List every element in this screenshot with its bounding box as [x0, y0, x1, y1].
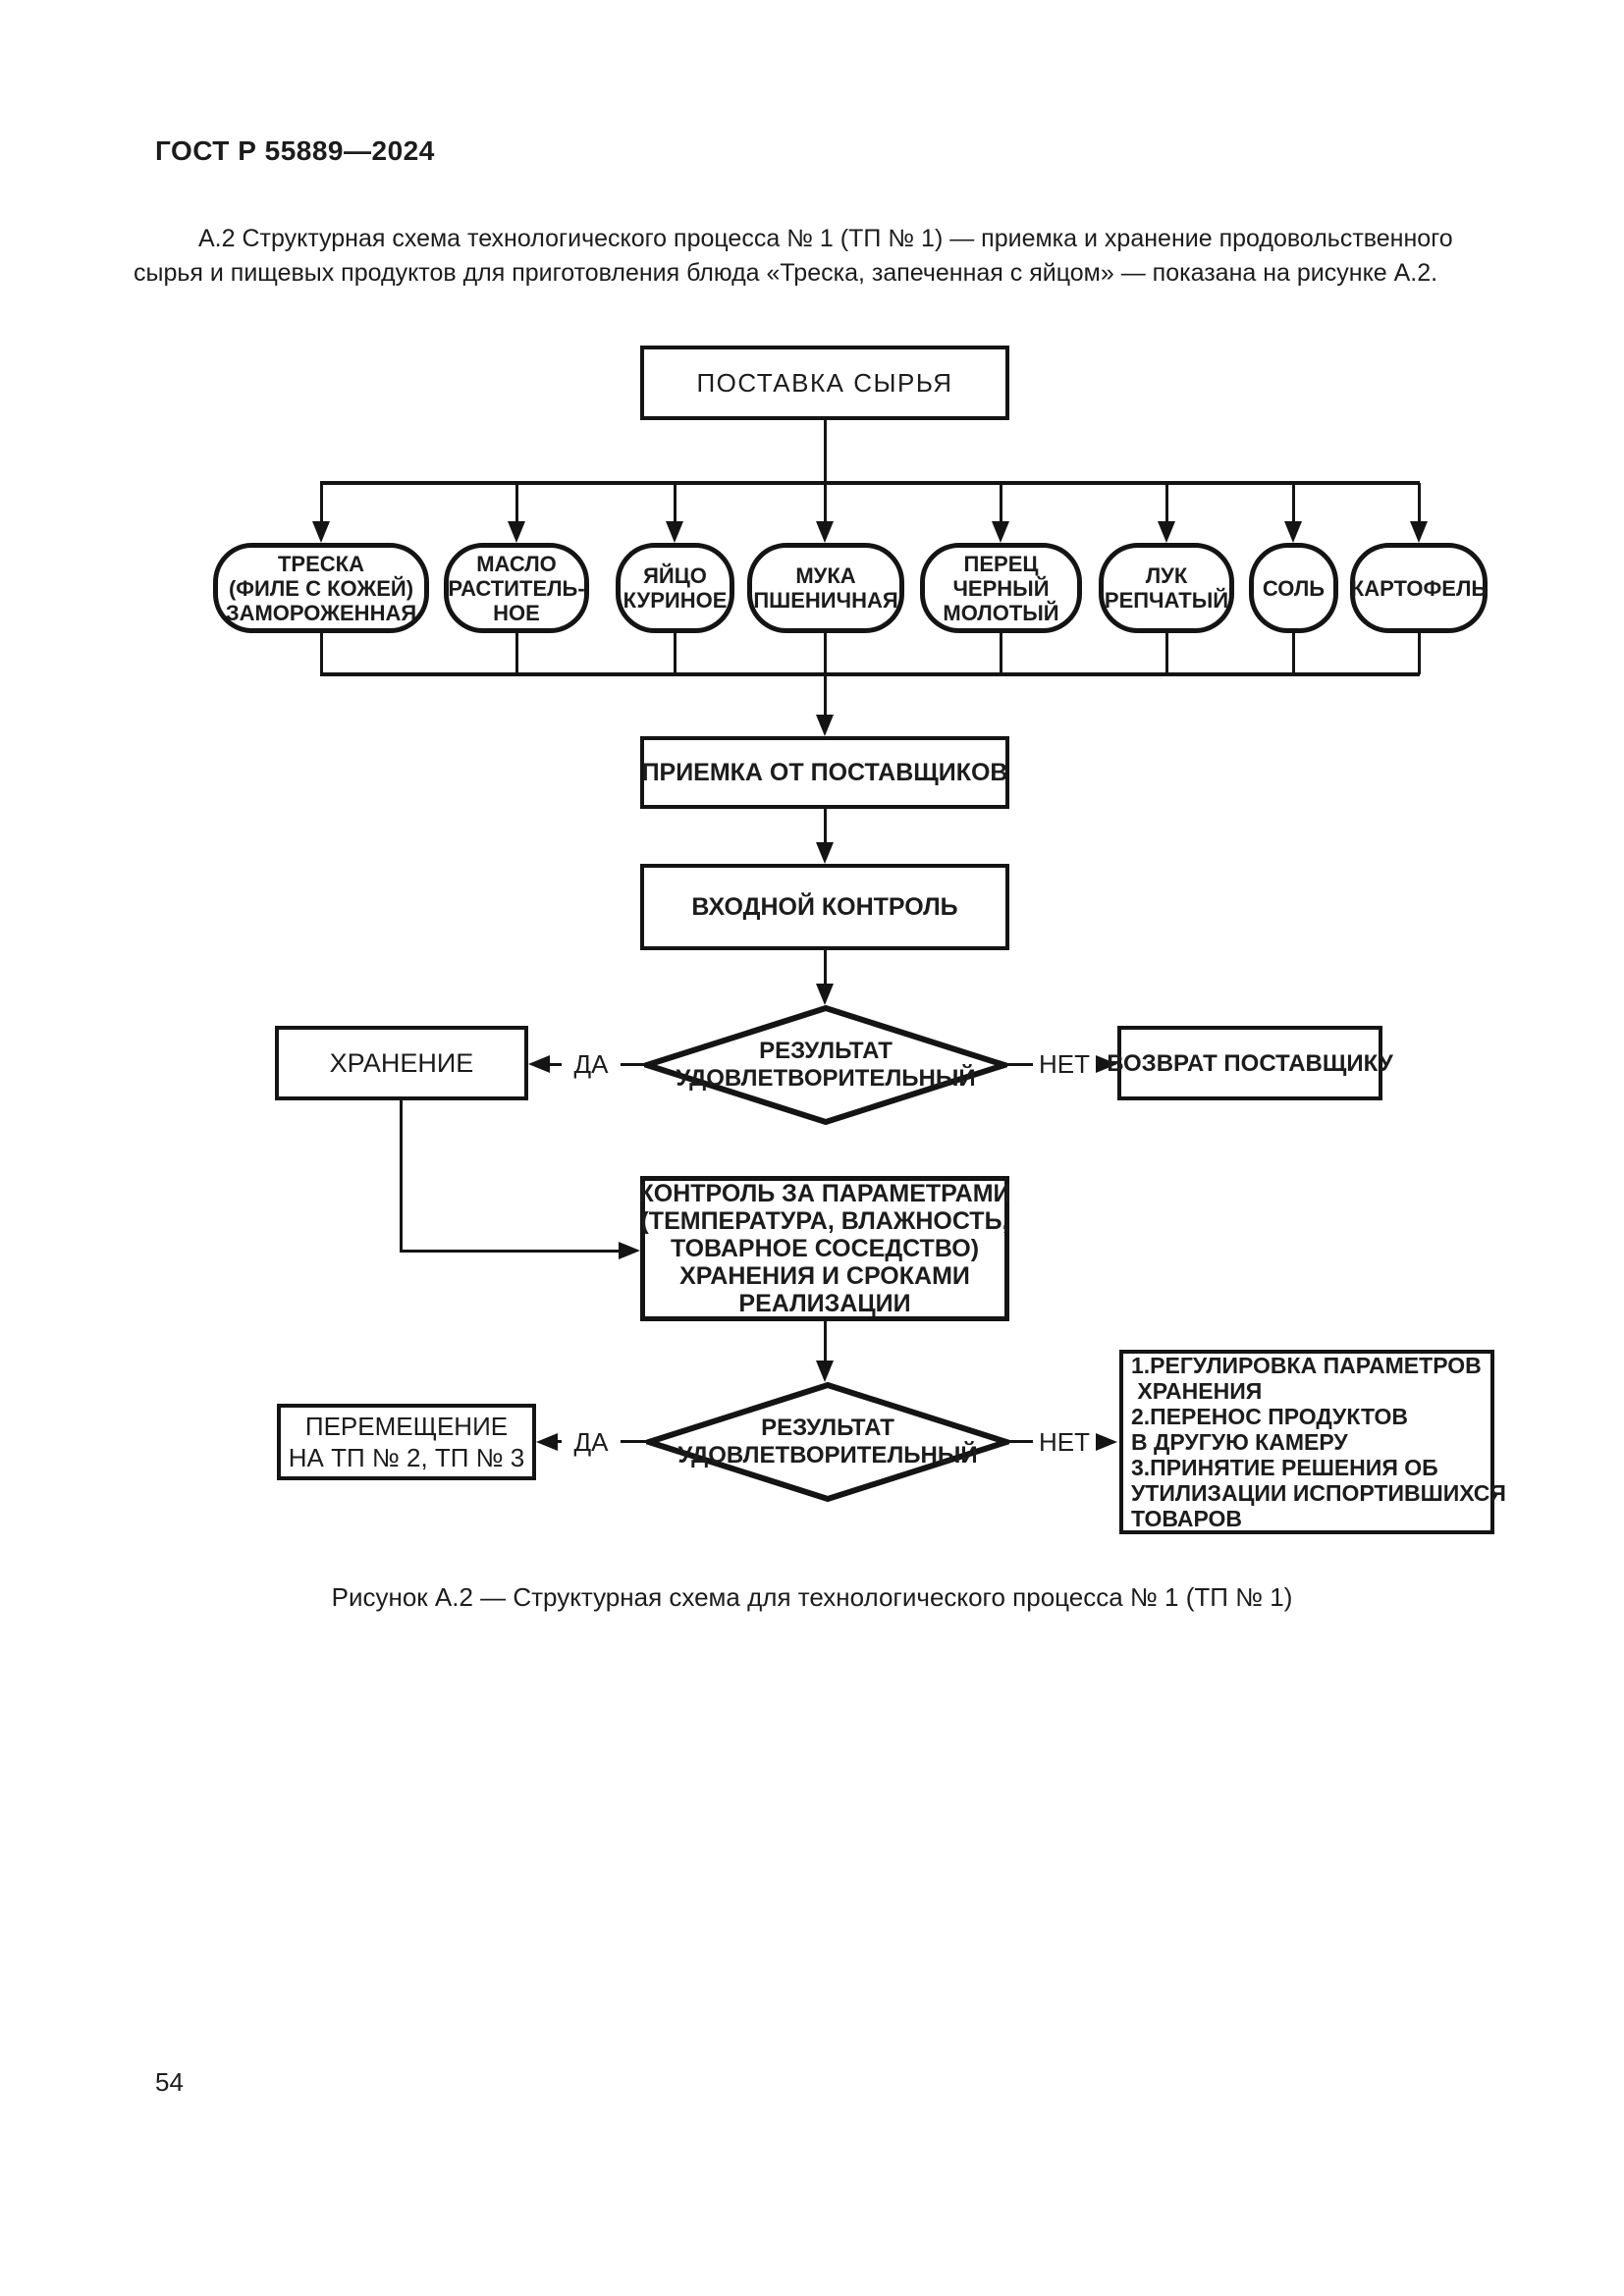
- incoming-control-box: ВХОДНОЙ КОНТРОЛЬ: [640, 864, 1009, 950]
- acceptance-box: ПРИЕМКА ОТ ПОСТАВЩИКОВ: [640, 736, 1009, 809]
- connector-drop-6: [1165, 483, 1168, 522]
- decision1-label: РЕЗУЛЬТАТ УДОВЛЕТВОРИТЕЛЬНЫЙ: [676, 1038, 976, 1092]
- connector-storage-down: [400, 1100, 403, 1253]
- connector-rise-5: [1000, 633, 1002, 674]
- decision2-label: РЕЗУЛЬТАТ УДОВЛЕТВОРИТЕЛЬНЫЙ: [677, 1415, 978, 1468]
- arrow-down-icon: [312, 521, 330, 543]
- ingredient-maslo: МАСЛО РАСТИТЕЛЬ- НОЕ: [444, 543, 589, 633]
- connector-rise-2: [515, 633, 518, 674]
- ingredient-luk: ЛУК РЕПЧАТЫЙ: [1099, 543, 1234, 633]
- ingredient-kartofel: КАРТОФЕЛЬ: [1350, 543, 1488, 633]
- connector-rise-6: [1165, 633, 1168, 674]
- ingredient-sol: СОЛЬ: [1249, 543, 1338, 633]
- arrow-down-icon: [816, 984, 834, 1005]
- connector-acceptance-control: [824, 808, 827, 844]
- connector-rise-4: [824, 633, 827, 674]
- connector-drop-3: [674, 483, 677, 522]
- bus-top: [320, 481, 1420, 485]
- page-header: ГОСТ Р 55889—2024: [155, 135, 435, 166]
- no-label-1: НЕТ: [1033, 1047, 1096, 1081]
- connector-rise-8: [1418, 633, 1421, 674]
- connector-control-decision1: [824, 949, 827, 986]
- page-number: 54: [155, 2067, 184, 2097]
- monitoring-box: КОНТРОЛЬ ЗА ПАРАМЕТРАМИ (ТЕМПЕРАТУРА, ВЛ…: [639, 1176, 1010, 1321]
- arrow-down-icon: [816, 521, 834, 543]
- arrow-down-icon: [1158, 521, 1175, 543]
- arrow-down-icon: [1410, 521, 1428, 543]
- yes-label-2: ДА: [562, 1425, 621, 1459]
- arrow-right-icon: [619, 1242, 640, 1259]
- ingredient-perets: ПЕРЕЦ ЧЕРНЫЙ МОЛОТЫЙ: [920, 543, 1082, 633]
- arrow-left-icon: [528, 1055, 550, 1073]
- ingredient-yaytso: ЯЙЦО КУРИНОЕ: [616, 543, 734, 633]
- connector-storage-right: [400, 1250, 621, 1253]
- connector-drop-5: [1000, 483, 1002, 522]
- connector-drop-4: [824, 483, 827, 522]
- arrow-down-icon: [1284, 521, 1302, 543]
- actions-box: 1.РЕГУЛИРОВКА ПАРАМЕТРОВ ХРАНЕНИЯ 2.ПЕРЕ…: [1119, 1350, 1506, 1534]
- connector-monitoring-decision2: [824, 1321, 827, 1362]
- decision2-diamond: [646, 1382, 1009, 1502]
- transfer-box: ПЕРЕМЕЩЕНИЕ НА ТП № 2, ТП № 3: [277, 1404, 536, 1480]
- intro-paragraph: А.2 Структурная схема технологического п…: [134, 225, 1453, 287]
- arrow-down-icon: [508, 521, 525, 543]
- connector-drop-1: [320, 483, 323, 522]
- connector-rise-3: [674, 633, 677, 674]
- connector-drop-2: [515, 483, 518, 522]
- connector-drop-8: [1418, 483, 1421, 522]
- arrow-right-icon: [1096, 1055, 1117, 1073]
- connector-start-bus1: [824, 419, 827, 483]
- arrow-right-icon: [1096, 1433, 1117, 1451]
- connector-rise-1: [320, 633, 323, 674]
- figure-caption: Рисунок А.2 — Структурная схема для техн…: [331, 1582, 1293, 1612]
- connector-drop-7: [1292, 483, 1295, 522]
- connector-rise-7: [1292, 633, 1295, 674]
- arrow-down-icon: [816, 715, 834, 736]
- no-label-2: НЕТ: [1033, 1425, 1096, 1459]
- bus-bottom: [320, 672, 1420, 676]
- arrow-down-icon: [816, 1361, 834, 1382]
- return-box: ВОЗВРАТ ПОСТАВЩИКУ: [1107, 1026, 1393, 1100]
- yes-label-1: ДА: [562, 1047, 621, 1081]
- decision1-diamond: [644, 1005, 1007, 1125]
- connector-bus2-acceptance: [824, 674, 827, 716]
- storage-box: ХРАНЕНИЕ: [275, 1026, 528, 1100]
- arrow-down-icon: [992, 521, 1009, 543]
- ingredient-muka: МУКА ПШЕНИЧНАЯ: [747, 543, 904, 633]
- ingredient-treska: ТРЕСКА (ФИЛЕ С КОЖЕЙ) ЗАМОРОЖЕННАЯ: [213, 543, 429, 633]
- arrow-left-icon: [536, 1433, 558, 1451]
- start-box: ПОСТАВКА СЫРЬЯ: [640, 346, 1009, 420]
- arrow-down-icon: [816, 842, 834, 864]
- arrow-down-icon: [666, 521, 683, 543]
